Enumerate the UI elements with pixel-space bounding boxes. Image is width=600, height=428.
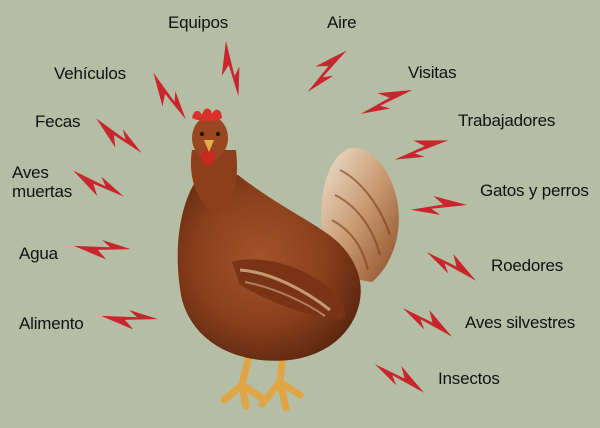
hen-illustration (177, 108, 399, 412)
bolt-aves-muertas (69, 170, 127, 202)
bolt-alimento (101, 304, 159, 336)
label-fecas: Fecas (35, 112, 81, 131)
bolt-trabajadores (391, 124, 449, 172)
label-roedores: Roedores (491, 256, 564, 275)
bolt-roedores (422, 247, 482, 281)
label-agua: Agua (19, 244, 58, 263)
label-aves-muertas: Aves muertas (12, 163, 73, 201)
label-gatos-y-perros: Gatos y perros (480, 181, 589, 200)
bolt-aire (303, 41, 347, 99)
label-insectos: Insectos (438, 369, 500, 388)
bolt-agua (74, 234, 132, 266)
bolt-aves-silvestres (398, 303, 458, 337)
label-trabajadores: Trabajadores (458, 111, 556, 130)
label-vehiculos: Vehículos (54, 64, 126, 83)
label-alimento: Alimento (19, 314, 84, 333)
label-equipos: Equipos (168, 13, 229, 32)
bolt-equipos (208, 41, 252, 99)
bolt-vehiculos (140, 72, 196, 124)
bolt-fecas (88, 118, 148, 158)
bolt-visitas (357, 74, 413, 126)
label-visitas: Visitas (408, 63, 457, 82)
bolt-insectos (370, 359, 430, 393)
label-aves-silvestres: Aves silvestres (465, 313, 576, 332)
bolt-gatos-perros (408, 186, 468, 224)
label-aire: Aire (327, 13, 357, 32)
